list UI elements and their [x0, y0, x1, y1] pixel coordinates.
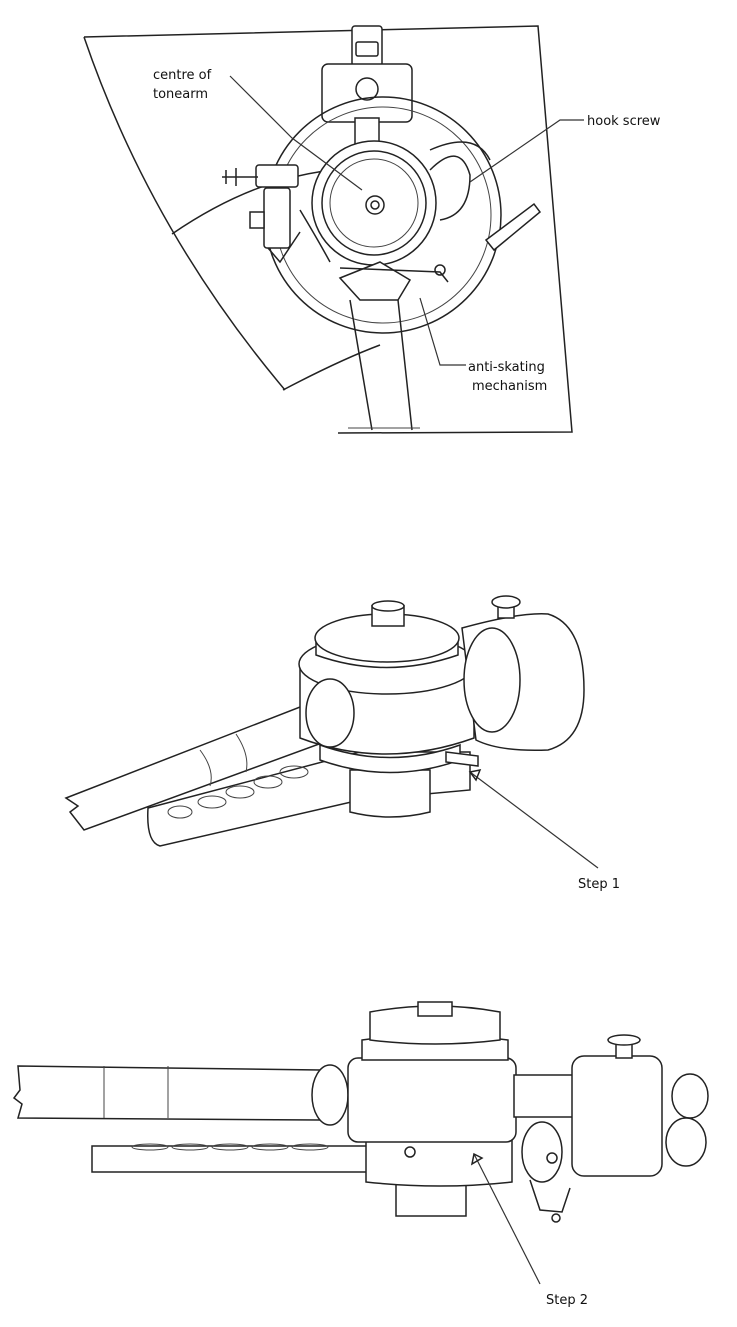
counterweight-step2: [571, 1055, 663, 1177]
bearing-housing-outer: [311, 140, 437, 266]
plinth-outline: [83, 25, 573, 434]
hook-bracket: [429, 141, 491, 221]
svg-text:tonearm: tonearm: [153, 87, 208, 102]
counterweight-top: [321, 25, 413, 155]
label-centre-line2: tonearm: [153, 87, 208, 102]
label-centre-line1: centre of: [153, 68, 212, 83]
svg-text:mechanism: mechanism: [472, 379, 547, 394]
leader-anti-skating: [419, 297, 466, 366]
arm-tube: [338, 261, 449, 431]
svg-text:anti-skating: anti-skating: [468, 360, 545, 375]
figure-top-view: centre of tonearm hook screw anti-skatin…: [83, 25, 661, 434]
leader-centre: [229, 75, 363, 191]
figure-step-1: Step 1: [64, 595, 620, 892]
centre-pivot: [365, 195, 385, 215]
side-mechanism: [222, 164, 331, 264]
leader-step1: [469, 771, 599, 869]
label-anti-skating-line1: anti-skating: [468, 360, 545, 375]
label-hook-screw: hook screw: [587, 114, 661, 129]
label-step-2: Step 2: [546, 1293, 588, 1308]
main-housing-step2: [347, 1057, 517, 1143]
figure-step-2: Step 2: [12, 1001, 709, 1308]
leader-hook-screw: [469, 119, 584, 183]
label-step-1: Step 1: [578, 877, 620, 892]
anti-skating-wheel-step2: [521, 1121, 571, 1223]
leader-step2: [473, 1153, 541, 1285]
arm-lift: [484, 202, 542, 252]
label-anti-skating-line2: mechanism: [472, 379, 547, 394]
svg-text:centre of: centre of: [153, 68, 212, 83]
anti-skating-pin-step1: [445, 751, 479, 767]
arm-tube-step2: [12, 1065, 321, 1121]
